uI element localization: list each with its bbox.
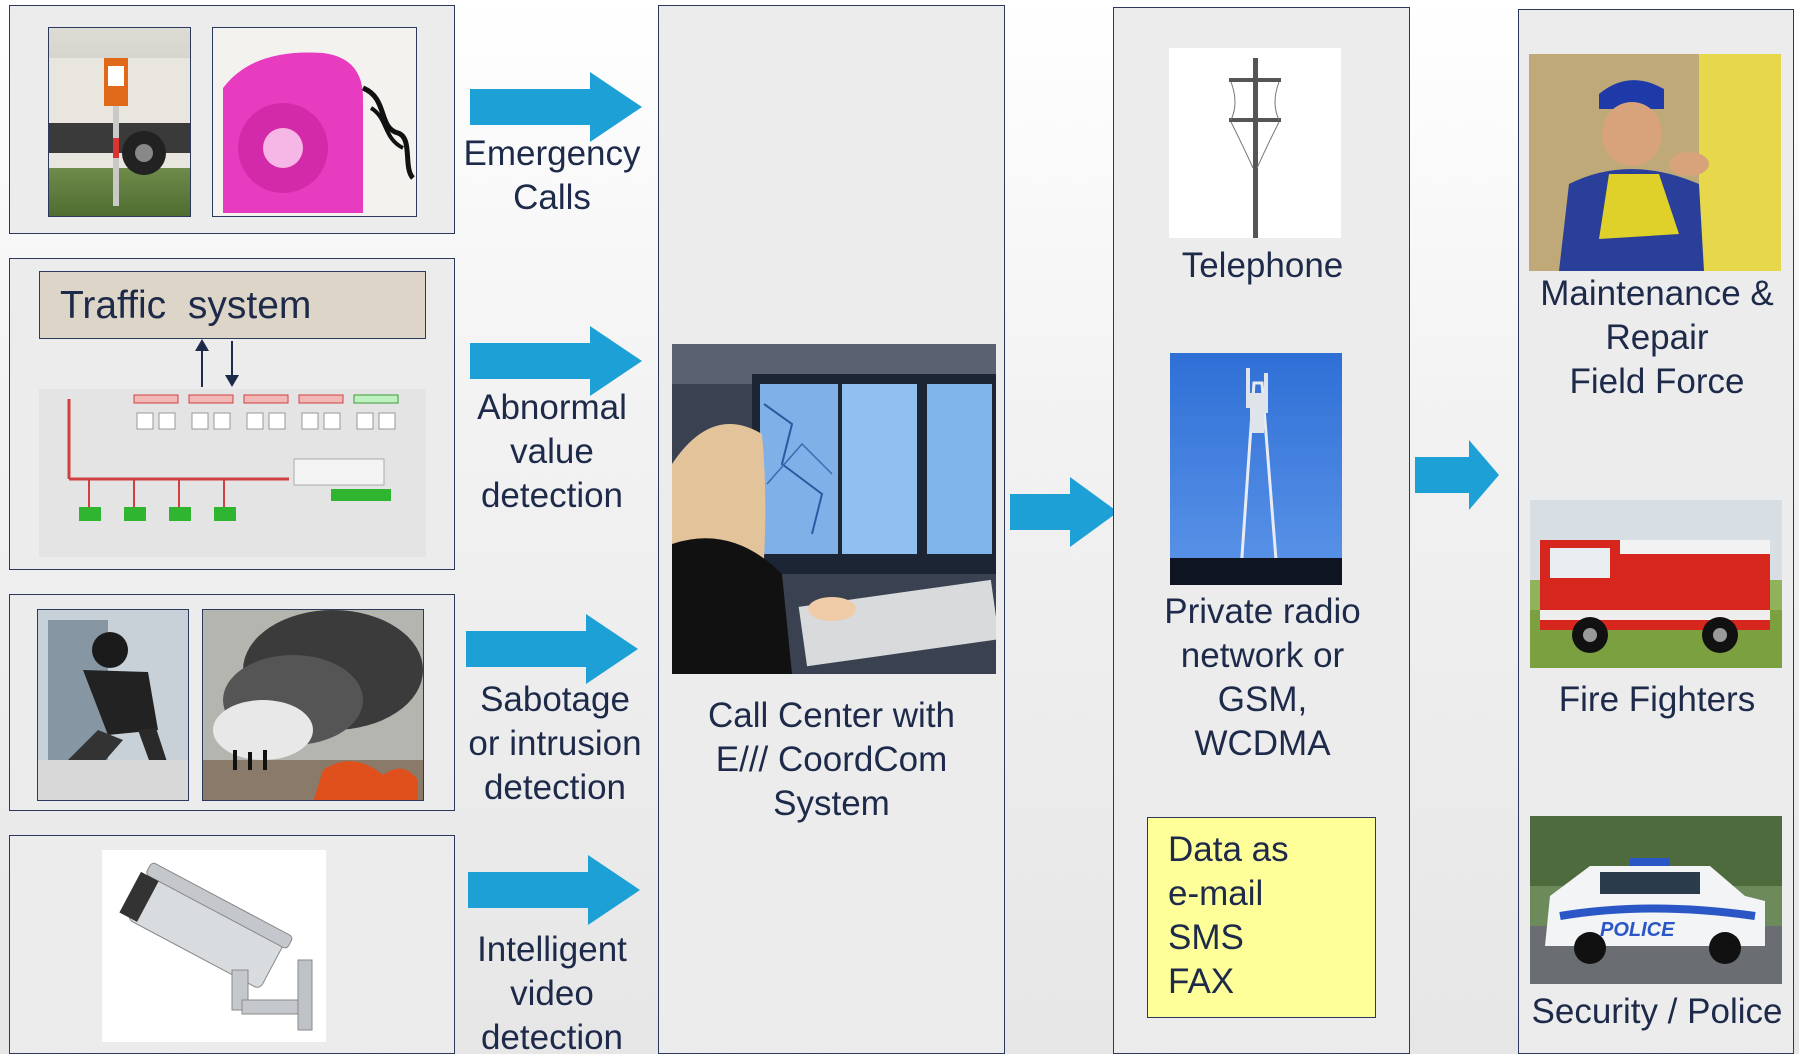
scada-diagram-image — [39, 389, 426, 557]
emergency-calls-label: Emergency Calls — [463, 134, 641, 217]
emergency-calls-arrow — [470, 72, 642, 142]
intelligent-video-arrow — [468, 855, 640, 925]
police-car-text: POLICE — [1600, 919, 1675, 941]
radio-tower-image — [1170, 353, 1342, 585]
pink-rotary-telephone-image — [212, 27, 417, 217]
telephone-pole-image — [1169, 48, 1341, 238]
call-center-operator-image — [672, 344, 996, 674]
traffic-system-box: Traffic system — [9, 258, 455, 570]
fire-fighters-label: Fire Fighters — [1558, 680, 1756, 719]
police-car-image: POLICE — [1530, 816, 1782, 984]
traffic-data-exchange-arrows — [195, 339, 239, 387]
intelligent-video-label: Intelligent video detection — [477, 930, 627, 1057]
burglar-image — [37, 609, 189, 801]
roadside-emergency-phone-image — [48, 27, 191, 217]
fire-truck-image — [1530, 500, 1782, 668]
sabotage-box — [9, 594, 455, 811]
video-camera-box — [9, 835, 455, 1054]
security-police-label: Security / Police — [1531, 992, 1783, 1031]
emergency-phones-box — [9, 5, 455, 234]
abnormal-value-label: Abnormal value detection — [477, 388, 627, 515]
traffic-system-label: Traffic system — [60, 284, 312, 327]
traffic-system-label-box: Traffic system — [39, 271, 426, 339]
security-camera-image — [102, 850, 326, 1042]
channels-to-responders-arrow — [1415, 440, 1510, 510]
sabotage-label: Sabotage or intrusion detection — [468, 680, 642, 807]
sabotage-arrow — [466, 614, 638, 684]
call-center-to-channels-arrow — [1010, 477, 1118, 547]
maintenance-worker-image — [1529, 54, 1781, 271]
channels-box: Telephone Private radio network or GSM, … — [1113, 7, 1410, 1054]
data-channels-note: Data as e-mail SMS FAX — [1147, 817, 1376, 1018]
call-center-box — [658, 5, 1005, 1054]
abnormal-value-arrow — [470, 326, 642, 396]
call-center-label: Call Center with E/// CoordCom System — [707, 696, 956, 823]
explosion-fire-image — [202, 609, 424, 801]
telephone-label: Telephone — [1181, 246, 1344, 285]
responders-box: Maintenance & Repair Field Force Fire Fi… — [1518, 9, 1794, 1054]
maintenance-label: Maintenance & Repair Field Force — [1540, 274, 1774, 401]
radio-network-label: Private radio network or GSM, WCDMA — [1164, 592, 1361, 763]
